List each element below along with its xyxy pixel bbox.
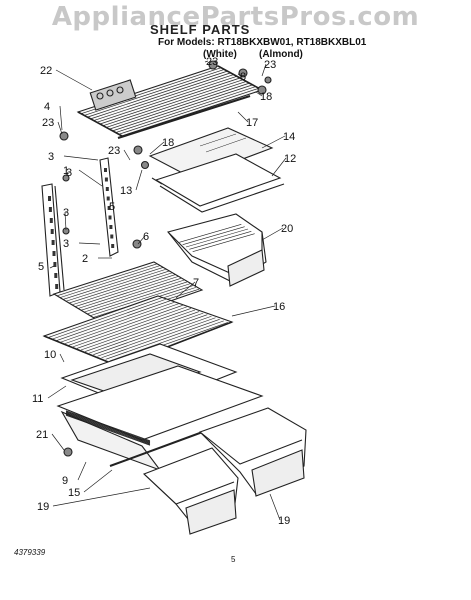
crisper-frame	[56, 365, 264, 472]
callout-label: 18	[162, 137, 174, 149]
callout-label: 23	[264, 59, 276, 71]
callout-label: 13	[120, 185, 132, 197]
callout-label: 9	[62, 475, 68, 487]
diagram-title: SHELF PARTS	[150, 22, 251, 37]
callout-label: 3	[63, 207, 69, 219]
callout-label: 14	[283, 131, 295, 143]
watermark: AppliancePartsPros.com	[51, 2, 420, 32]
glass-shelf	[148, 127, 274, 179]
callout-label: 7	[193, 277, 199, 289]
callout-label: 3	[66, 167, 72, 179]
callout-label: 3	[63, 238, 69, 250]
callout-label: 17	[246, 117, 258, 129]
callout-label: 8	[240, 71, 246, 83]
callout-label: 19	[37, 501, 49, 513]
callout-label: 22	[40, 65, 52, 77]
models-line: For Models: RT18BKXBW01, RT18BKXBL01	[158, 37, 367, 48]
callout-label: 12	[284, 153, 296, 165]
callout-label: 4	[44, 101, 50, 113]
callout-label: 19	[278, 515, 290, 527]
callout-label: 15	[68, 487, 80, 499]
callout-label: 23	[206, 56, 218, 68]
callout-label: 18	[260, 91, 272, 103]
shelf-frame	[151, 153, 285, 213]
callout-label: 5	[109, 201, 115, 213]
variant-almond: (Almond)	[259, 49, 303, 60]
callout-label: 23	[42, 117, 54, 129]
callout-label: 21	[36, 429, 48, 441]
variant-white: (White)	[203, 49, 237, 60]
callout-label: 11	[32, 393, 43, 405]
callout-label: 20	[281, 223, 293, 235]
footer-page-number: 5	[231, 555, 236, 564]
callout-label: 6	[143, 231, 149, 243]
meat-pan	[167, 213, 267, 287]
callout-label: 3	[48, 151, 54, 163]
callout-label: 10	[44, 349, 56, 361]
callout-label: 16	[273, 301, 285, 313]
callout-label: 1	[63, 165, 69, 177]
shelf-hook-cluster	[89, 79, 137, 111]
callout-label: 2	[82, 253, 88, 265]
crisper-drawer-right	[198, 407, 307, 497]
callout-label: 5	[38, 261, 44, 273]
crisper-drawer-left	[142, 447, 239, 535]
callout-label: 23	[108, 145, 120, 157]
shelf-rail	[117, 94, 251, 140]
footer-code: 4379339	[14, 548, 46, 557]
